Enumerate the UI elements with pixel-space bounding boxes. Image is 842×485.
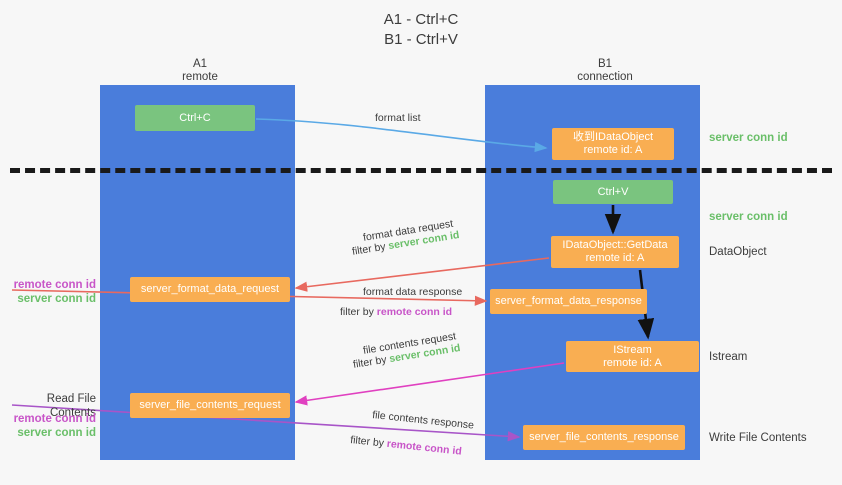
label-read-file-contents: Read File Contents xyxy=(46,393,96,419)
label-remote-conn-id-1: remote conn id xyxy=(13,279,96,291)
column-header-a1: A1 remote xyxy=(140,58,260,84)
node-server-format-data-request-label: server_format_data_request xyxy=(140,283,280,295)
node-server-file-contents-request-label: server_file_contents_request xyxy=(139,399,281,411)
label-server-conn-id-top: server conn id xyxy=(709,132,788,144)
caption-format-data-response-filter: filter by remote conn id xyxy=(340,305,452,319)
arrow-format-list xyxy=(255,118,548,153)
node-istream-line2: remote id: A xyxy=(603,356,662,369)
caption-format-list: format list xyxy=(375,112,421,124)
phase-divider xyxy=(10,168,832,173)
filter-prefix: filter by xyxy=(340,306,374,318)
column-b1-sub: connection xyxy=(577,71,633,83)
column-b1-name: B1 xyxy=(597,58,613,70)
node-idataobject-line1: 收到IDataObject xyxy=(572,131,654,143)
arrow-file-contents-response xyxy=(11,404,521,442)
node-ctrl-v-label: Ctrl+V xyxy=(597,185,629,198)
label-server-conn-id-2: server conn id xyxy=(17,427,96,439)
caption-format-data-response: format data response xyxy=(363,286,463,298)
title-line-1: A1 - Ctrl+C xyxy=(383,11,459,28)
node-server-format-data-response[interactable]: server_format_data_response xyxy=(490,289,647,314)
arrow-format-data-request xyxy=(294,257,550,292)
node-server-file-contents-response-label: server_file_contents_response xyxy=(529,431,679,443)
node-istream[interactable]: IStream remote id: A xyxy=(566,341,699,372)
title-line-2: B1 - Ctrl+V xyxy=(384,31,458,48)
node-idataobject[interactable]: 收到IDataObject remote id: A xyxy=(552,128,674,160)
node-server-format-data-response-label: server_format_data_response xyxy=(495,295,642,307)
label-remote-conn-id-2: remote conn id xyxy=(13,413,96,425)
label-write-file-contents: Write File Contents xyxy=(709,432,807,444)
node-server-file-contents-response[interactable]: server_file_contents_response xyxy=(523,425,685,450)
node-getdata-line2: remote id: A xyxy=(585,252,645,264)
node-istream-line1: IStream xyxy=(613,343,652,356)
arrow-file-contents-request xyxy=(294,362,565,406)
node-ctrl-c[interactable]: Ctrl+C xyxy=(135,105,255,131)
filter-prefix: filter by xyxy=(349,433,385,450)
label-conn-ids-bottom: remote conn id server conn id xyxy=(0,412,96,440)
column-a1-sub: remote xyxy=(182,71,218,83)
label-istream: Istream xyxy=(709,351,748,363)
label-conn-ids-top: remote conn id server conn id xyxy=(0,278,96,306)
node-getdata[interactable]: IDataObject::GetData remote id: A xyxy=(551,236,679,268)
node-server-format-data-request[interactable]: server_format_data_request xyxy=(130,277,290,302)
label-dataobject: DataObject xyxy=(709,246,767,258)
node-server-file-contents-request[interactable]: server_file_contents_request xyxy=(130,393,290,418)
node-ctrl-c-label: Ctrl+C xyxy=(179,111,211,124)
page-title: A1 - Ctrl+C B1 - Ctrl+V xyxy=(0,10,842,50)
column-a1-name: A1 xyxy=(192,58,208,70)
label-server-conn-id-second: server conn id xyxy=(709,211,788,223)
node-ctrl-v[interactable]: Ctrl+V xyxy=(553,180,673,204)
node-getdata-line1: IDataObject::GetData xyxy=(562,239,668,251)
column-header-b1: B1 connection xyxy=(540,58,670,84)
node-idataobject-line2: remote id: A xyxy=(583,144,643,156)
label-server-conn-id-1: server conn id xyxy=(17,293,96,305)
remote-conn-id-token: remote conn id xyxy=(376,306,453,318)
